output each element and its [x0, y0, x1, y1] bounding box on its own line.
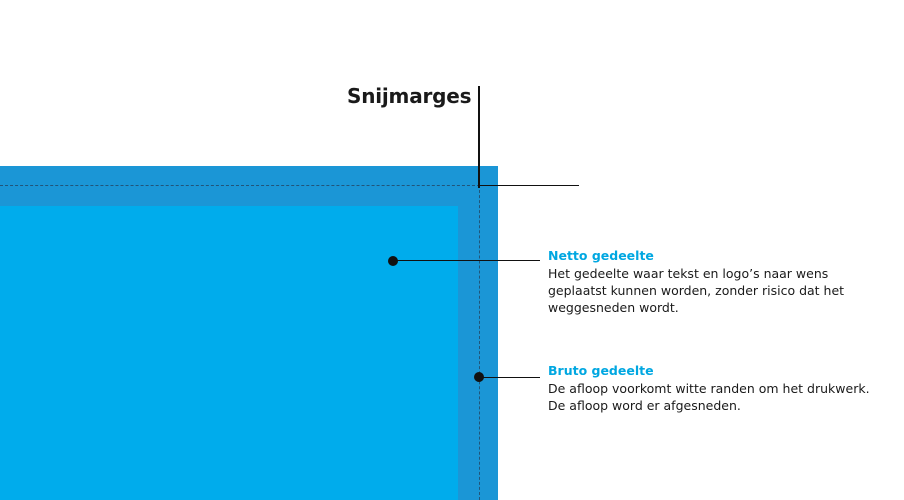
bruto-label-description: De afloop voorkomt witte randen om het d… — [548, 381, 870, 413]
cut-line-horizontal — [0, 185, 480, 186]
cut-marker-horizontal-line — [478, 185, 579, 186]
bruto-label: Bruto gedeelte De afloop voorkomt witte … — [548, 363, 888, 414]
netto-label-title: Netto gedeelte — [548, 248, 654, 263]
cut-marker-vertical-line — [478, 86, 480, 188]
bruto-label-title: Bruto gedeelte — [548, 363, 654, 378]
netto-label-description: Het gedeelte waar tekst en logo’s naar w… — [548, 266, 845, 315]
diagram-title: Snijmarges — [347, 84, 472, 108]
safe-area — [0, 206, 458, 500]
netto-marker-dot — [388, 256, 398, 266]
bruto-leader-line — [479, 377, 540, 378]
cut-line-vertical — [479, 185, 480, 500]
netto-label: Netto gedeelte Het gedeelte waar tekst e… — [548, 248, 888, 316]
netto-leader-line — [393, 260, 540, 261]
